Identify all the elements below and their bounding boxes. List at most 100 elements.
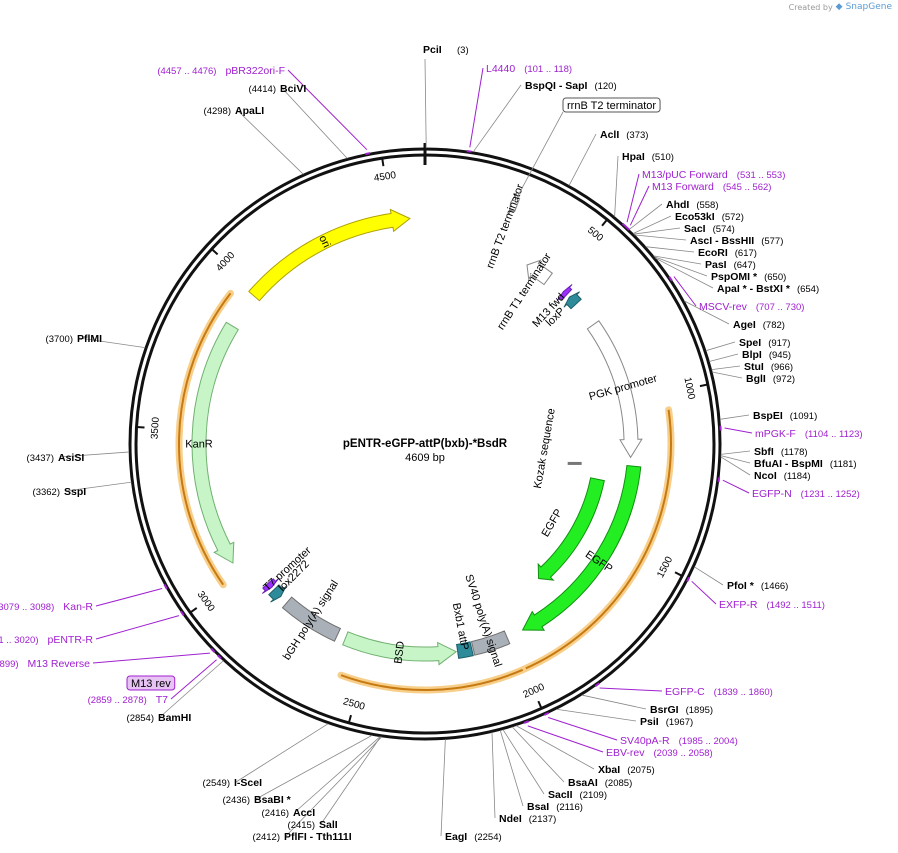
feature-label-rrnb-t2-terminator: rrnB T2 terminator xyxy=(484,182,526,270)
enzyme-name: SacI xyxy=(684,223,706,235)
primer-site-mscv-rev: MSCV-rev(707 .. 730) xyxy=(699,301,804,313)
enzyme-leader-line xyxy=(653,255,702,265)
enzyme-position: (972) xyxy=(773,374,795,385)
plasmid-title: pENTR-eGFP-attP(bxb)-*BsdR xyxy=(343,438,508,450)
primer-name: EGFP-C xyxy=(665,686,705,698)
primer-site-pentr-r: pENTR-R(3001 .. 3020) xyxy=(0,634,93,646)
boxed-label-frame xyxy=(562,97,661,113)
primer-position: (1231 .. 1252) xyxy=(801,489,860,500)
primer-leader-line xyxy=(722,479,750,494)
primer-name: M13/pUC Forward xyxy=(642,169,728,181)
enzyme-name: BglI xyxy=(746,373,766,385)
enzyme-site-ecori: EcoRI(617) xyxy=(698,247,757,259)
enzyme-position: (120) xyxy=(594,81,616,92)
enzyme-position: (2254) xyxy=(474,832,501,843)
enzyme-position: (510) xyxy=(652,152,674,163)
leader-line-layer xyxy=(59,58,753,837)
primer-site-mark xyxy=(717,477,721,483)
feature-bxb1-attp xyxy=(456,641,474,659)
tick-label: 4500 xyxy=(373,170,397,184)
enzyme-leader-line xyxy=(568,133,597,186)
feature-label-bgh-poly-a-signal: bGH poly(A) signal xyxy=(281,578,341,662)
primer-leader-line xyxy=(170,659,217,700)
rrnb-t2-leader-line xyxy=(514,111,564,203)
enzyme-position: (782) xyxy=(763,320,785,331)
plasmid-length: 4609 bp xyxy=(405,452,445,464)
primer-name: EXFP-R xyxy=(719,599,758,611)
plasmid-title-block: pENTR-eGFP-attP(bxb)-*BsdR 4609 bp xyxy=(343,438,508,464)
enzyme-name: PspOMI * xyxy=(711,271,758,283)
primer-site-mark xyxy=(466,149,472,153)
tick-mark xyxy=(347,714,352,724)
enzyme-name: BspQI - SapI xyxy=(525,80,588,92)
primer-site-mpgk-f: mPGK-F(1104 .. 1123) xyxy=(755,428,863,440)
enzyme-site-sali: (2415)SalI xyxy=(288,819,338,831)
enzyme-site-bsrgi: BsrGI(1895) xyxy=(650,704,713,716)
primer-leader-line xyxy=(95,588,163,607)
kozak-marker xyxy=(567,461,582,465)
tick-mark xyxy=(537,700,543,709)
enzyme-position: (1895) xyxy=(686,705,713,716)
enzyme-site-sacii: SacII(2109) xyxy=(548,789,607,801)
enzyme-site-hpai: HpaI (510) xyxy=(622,151,674,163)
feature-label-kozak: Kozak sequence xyxy=(532,407,558,489)
enzyme-site-eco53ki: Eco53kI(572) xyxy=(675,211,744,223)
feature-kanr xyxy=(191,321,239,564)
primer-position: (2039 .. 2058) xyxy=(654,748,713,759)
enzyme-position: (2549) xyxy=(203,778,230,789)
enzyme-name: SspI xyxy=(64,486,86,498)
primer-site-l4440: L4440(101 .. 118) xyxy=(486,63,572,75)
enzyme-site-pflfi-tth111i: (2412)PflFI - Tth111I xyxy=(253,831,352,843)
primer-site-pbr322ori-f: pBR322ori-F(4457 .. 4476) xyxy=(157,65,285,77)
enzyme-leader-line xyxy=(694,566,724,586)
primer-leader-line xyxy=(548,717,618,741)
enzyme-name: XbaI xyxy=(598,764,620,776)
feature-loxp xyxy=(563,291,582,310)
enzyme-position: (2436) xyxy=(223,795,250,806)
enzyme-leader-line xyxy=(502,729,545,795)
feature-egfp-inner xyxy=(537,477,605,581)
enzyme-name: BamHI xyxy=(158,712,191,724)
feature-label-ori: ori xyxy=(316,234,332,250)
primer-leader-line xyxy=(724,427,753,434)
enzyme-leader-line xyxy=(235,723,329,783)
primer-name: EGFP-N xyxy=(752,488,792,500)
enzyme-site-sspi: (3362)SspI xyxy=(33,486,87,498)
tick-mark xyxy=(699,383,709,388)
enzyme-site-bgli: BglI (972) xyxy=(746,373,795,385)
primer-leader-line xyxy=(469,67,484,148)
primer-site-kan-r: Kan-R(3079 .. 3098) xyxy=(0,601,93,613)
enzyme-name: BciVI xyxy=(280,83,306,95)
enzyme-position: (4298) xyxy=(204,106,231,117)
enzyme-name: PciI xyxy=(423,44,442,56)
enzyme-site-saci: SacI(574) xyxy=(684,223,735,235)
primer-leader-line xyxy=(599,687,663,692)
enzyme-name: NcoI xyxy=(754,470,777,482)
primer-site-exfp-r: EXFP-R(1492 .. 1511) xyxy=(719,599,825,611)
orange-strand-arc xyxy=(178,292,232,586)
primer-name: SV40pA-R xyxy=(620,735,670,747)
enzyme-site-ncoi: NcoI(1184) xyxy=(754,470,811,482)
primer-site-m13-reverse: M13 Reverse(2883 .. 2899) xyxy=(0,658,90,670)
tick-mark xyxy=(674,571,683,577)
primer-name: Kan-R xyxy=(63,601,93,613)
enzyme-name: SalI xyxy=(319,819,338,831)
enzyme-leader-line xyxy=(711,365,741,371)
tick-label: 3500 xyxy=(149,416,161,439)
enzyme-site-agei: AgeI(782) xyxy=(733,319,785,331)
enzyme-position: (1178) xyxy=(781,447,808,458)
primer-site-mark xyxy=(668,276,673,282)
enzyme-name: AccI xyxy=(293,807,315,819)
snapgene-logo-icon: ◆ xyxy=(835,2,843,12)
enzyme-leader-line xyxy=(720,456,751,476)
enzyme-site-pasi: PasI(647) xyxy=(705,259,756,271)
enzyme-site-i-scei: (2549)I-SceI xyxy=(203,777,263,789)
enzyme-name: HpaI xyxy=(622,151,645,163)
tick-label: 500 xyxy=(585,225,605,244)
tick-label: 1000 xyxy=(681,376,696,400)
enzyme-position: (2412) xyxy=(253,832,280,843)
primer-name: M13 Reverse xyxy=(28,658,91,670)
enzyme-site-bsabi: (2436)BsaBI * xyxy=(223,794,292,806)
tick-mark xyxy=(381,158,385,167)
feature-bsd xyxy=(342,631,458,666)
